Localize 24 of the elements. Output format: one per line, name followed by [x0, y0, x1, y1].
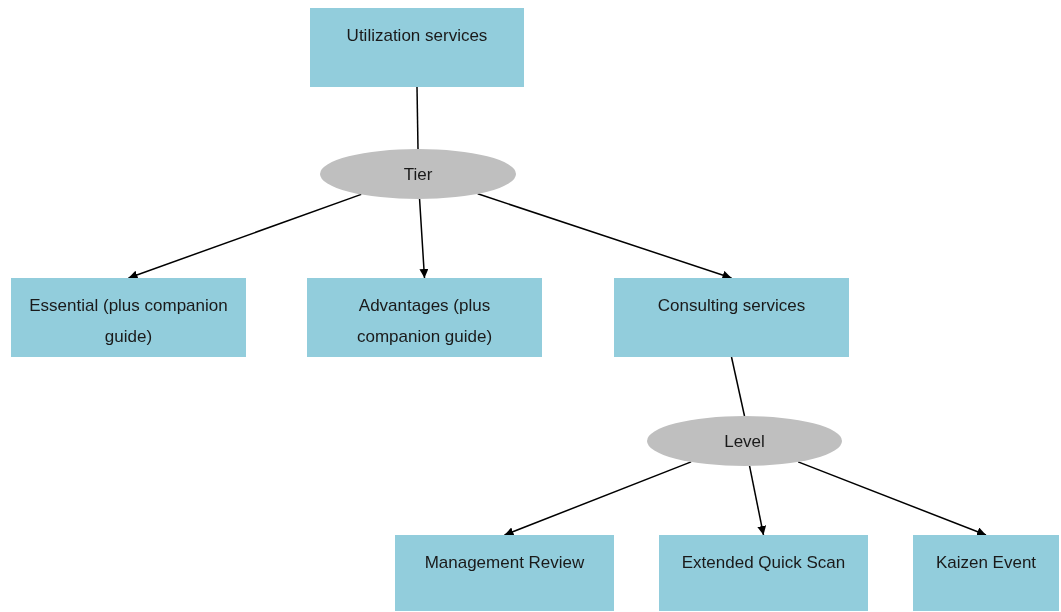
node-label: Advantages (plus companion guide)	[355, 295, 494, 348]
node-label: Utilization services	[346, 25, 488, 47]
service-box	[307, 278, 542, 357]
node-label: Extended Quick Scan	[681, 552, 846, 574]
service-box	[614, 278, 849, 357]
node-label: Consulting services	[657, 295, 806, 317]
arrow	[418, 198, 429, 279]
arrow	[503, 461, 692, 536]
service-box	[310, 8, 524, 87]
node-label: Level	[724, 430, 765, 453]
connector-line	[730, 356, 746, 417]
arrow	[127, 193, 362, 280]
service-box	[11, 278, 246, 357]
arrow	[797, 461, 987, 536]
arrow	[748, 465, 767, 536]
service-box	[913, 535, 1059, 611]
node-label: Essential (plus companion guide)	[28, 295, 229, 348]
node-label: Kaizen Event	[935, 552, 1037, 574]
node-label: Tier	[403, 163, 433, 186]
service-box	[659, 535, 868, 611]
arrow	[477, 193, 733, 280]
node-label: Management Review	[424, 552, 585, 574]
service-box	[395, 535, 614, 611]
connector-line	[416, 86, 419, 150]
